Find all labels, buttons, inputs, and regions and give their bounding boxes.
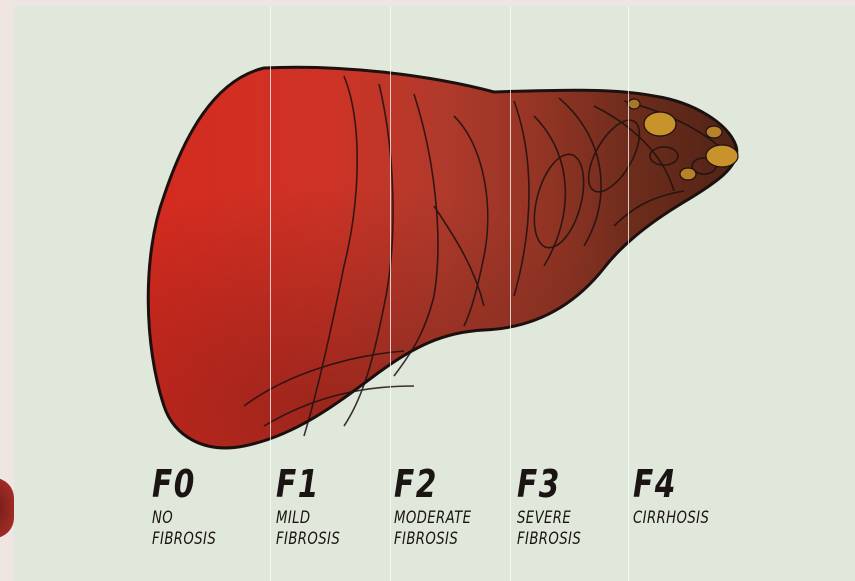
stage-divider [628,6,629,581]
stage-f0: F0 NO FIBROSIS [152,464,234,550]
decorative-blob [0,478,14,538]
stage-f4: F4 CIRRHOSIS [633,464,731,529]
stage-description: CIRRHOSIS [633,508,709,529]
stage-description: SEVERE FIBROSIS [517,508,581,550]
stage-description: NO FIBROSIS [152,508,216,550]
stage-f2: F2 MODERATE FIBROSIS [394,464,493,550]
stage-divider [510,6,511,581]
stage-code: F4 [633,464,709,504]
stage-description: MILD FIBROSIS [276,508,340,550]
stage-description: MODERATE FIBROSIS [394,508,471,550]
illustration-panel: F0 NO FIBROSIS F1 MILD FIBROSIS F2 MODER… [14,6,855,581]
stage-divider [390,6,391,581]
stage-code: F0 [152,464,216,504]
stage-code: F2 [394,464,471,504]
stage-f3: F3 SEVERE FIBROSIS [517,464,599,550]
stage-code: F3 [517,464,581,504]
stage-divider [270,6,271,581]
stage-code: F1 [276,464,340,504]
stage-f1: F1 MILD FIBROSIS [276,464,358,550]
